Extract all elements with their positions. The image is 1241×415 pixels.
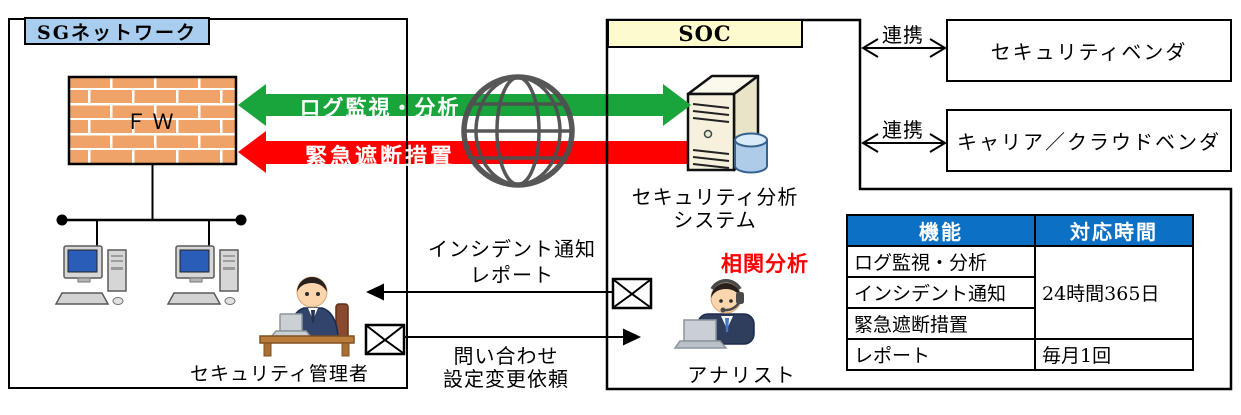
log-monitoring-arrow-label: ログ監視・分析: [299, 95, 461, 120]
database-icon: [734, 132, 768, 174]
globe-icon: [461, 74, 575, 188]
sg-network-box: [8, 18, 408, 389]
inquiry-label-line2: 設定変更依頼: [443, 367, 569, 391]
renkei-arrow-2: [861, 133, 947, 153]
table-row: 緊急遮断措置: [846, 307, 1193, 340]
inquiry-label-line1: 問い合わせ: [453, 344, 559, 368]
table-cell-report: レポート: [846, 338, 1036, 371]
table-cell-block: 緊急遮断措置: [846, 307, 1036, 340]
incident-label-line1: インシデント通知: [428, 237, 596, 261]
table-cell-monthly: 毎月1回: [1034, 338, 1194, 371]
incident-arrow: [366, 283, 613, 301]
log-monitoring-arrow: [238, 84, 691, 126]
soc-label: SOC: [607, 19, 803, 48]
security-vendor-label: セキュリティベンダ: [990, 40, 1188, 64]
security-vendor-box: セキュリティベンダ: [946, 19, 1232, 82]
analysis-system-line1: セキュリティ分析: [631, 185, 799, 209]
inquiry-label: 問い合わせ 設定変更依頼: [406, 345, 606, 391]
sla-table: 機能 対応時間 ログ監視・分析 24時間365日 インシデント通知 緊急遮断措置…: [846, 214, 1194, 371]
client-pc-icon-2: [166, 245, 239, 305]
table-cell-incident: インシデント通知: [846, 276, 1036, 309]
table-cell-log: ログ監視・分析: [846, 245, 1036, 278]
soc-label-text: SOC: [678, 21, 732, 46]
analyst-caption: アナリスト: [687, 363, 797, 387]
table-cell-24h365: 24時間365日: [1034, 245, 1194, 340]
server-icon: [686, 74, 768, 174]
table-row: インシデント通知: [846, 276, 1193, 309]
lan-bus-line: [56, 165, 247, 252]
manager-caption: セキュリティ管理者: [190, 363, 369, 385]
renkei-label-1: 連携: [882, 23, 924, 47]
emergency-block-arrow: [238, 131, 692, 173]
incident-label: インシデント通知 レポート: [412, 236, 612, 288]
inquiry-arrow: [405, 328, 641, 346]
analysis-system-caption: セキュリティ分析 システム: [615, 186, 815, 232]
correlation-analysis-label: 相関分析: [721, 251, 809, 276]
table-header-row: 機能 対応時間: [846, 214, 1194, 247]
renkei-arrow-1: [861, 38, 947, 58]
emergency-block-arrow-label: 緊急遮断措置: [304, 144, 455, 170]
analyst-illustration: [673, 279, 755, 349]
client-pc-icon-1: [54, 245, 127, 305]
table-row: ログ監視・分析 24時間365日: [846, 245, 1194, 340]
fw-label: ＦＷ: [125, 109, 180, 134]
analysis-system-line2: システム: [673, 208, 757, 232]
table-header-function: 機能: [846, 214, 1036, 247]
renkei-label-2: 連携: [882, 118, 924, 142]
firewall-icon: [67, 75, 238, 166]
table-header-hours: 対応時間: [1034, 214, 1194, 247]
manager-illustration: [259, 276, 355, 357]
envelope-icon-soc: [611, 277, 653, 310]
table-row: レポート 毎月1回: [846, 338, 1194, 371]
carrier-cloud-vendor-label: キャリア／クラウドベンダ: [957, 130, 1221, 154]
soc-boundary: [605, 18, 1233, 391]
incident-label-line2: レポート: [470, 263, 554, 287]
sg-network-label: SGネットワーク: [24, 17, 210, 45]
sg-network-label-text: SGネットワーク: [37, 21, 197, 44]
carrier-cloud-vendor-box: キャリア／クラウドベンダ: [946, 109, 1232, 172]
envelope-icon-manager: [364, 323, 406, 356]
